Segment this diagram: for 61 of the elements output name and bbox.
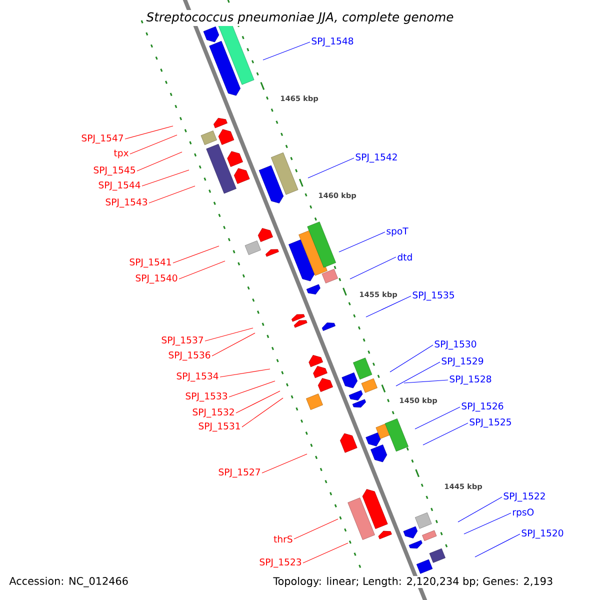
title: Streptococcus pneumoniae JJA, complete genome [144, 10, 456, 26]
gene-label: SPJ_1525 [470, 418, 511, 428]
leader-line [422, 422, 468, 446]
leader-line [338, 232, 386, 252]
gene-label: SPJ_1520 [522, 529, 564, 539]
leader-line [396, 362, 440, 386]
gene-label: dtd [398, 253, 412, 261]
gene-label: rpsO [513, 508, 534, 518]
gene-label: SPJ_1523 [260, 558, 302, 568]
leader-line [302, 542, 348, 564]
gene-label: SPJ_1527 [218, 468, 260, 478]
gene-label: SPJ_1532 [192, 408, 234, 418]
leader-line [350, 256, 396, 280]
leader-line [294, 518, 338, 540]
gene-label: SPJ_1544 [98, 181, 140, 191]
leader-line [228, 380, 276, 398]
leader-line [212, 332, 256, 356]
gene-label: SPJ_1547 [82, 134, 123, 144]
leader-line [220, 368, 270, 378]
gene-label: SPJ_1541 [130, 258, 171, 268]
gene-label: SPJ_1534 [176, 372, 218, 382]
leader-line [124, 126, 174, 140]
leader-line [148, 186, 196, 204]
leader-line [242, 398, 284, 428]
footer-text: Topology: linear; Length: 2,120,234 bp; Genes: 2,193 [272, 576, 554, 588]
gene-label: thrS [274, 535, 292, 543]
leader-line [136, 152, 182, 172]
leader-line [262, 42, 310, 60]
gene-label: SPJ_1531 [198, 422, 240, 432]
leader-line [172, 246, 220, 264]
gene-label: spoT [386, 228, 408, 236]
gene-label: SPJ_1529 [442, 357, 484, 367]
gene-label: SPJ_1530 [434, 340, 476, 350]
leader-line [308, 158, 354, 178]
leader-line [262, 454, 308, 474]
leader-line [178, 260, 226, 280]
leader-line [204, 328, 254, 342]
leader-line [464, 512, 512, 534]
leader-line [236, 390, 280, 414]
leader-line [458, 496, 502, 522]
gene-label: SPJ_1526 [462, 402, 504, 412]
gene-label: SPJ_1533 [186, 392, 228, 402]
gene-label: SPJ_1545 [94, 166, 135, 176]
gene-label: SPJ_1536 [168, 351, 210, 361]
gene-label: SPJ_1540 [136, 274, 178, 284]
gene-label: SPJ_1528 [450, 375, 492, 385]
gene-label: SPJ_1542 [356, 153, 397, 163]
leader-line [474, 534, 520, 558]
gene-label: SPJ_1543 [106, 198, 148, 208]
leader-line [390, 344, 434, 372]
gene-label: SPJ_1535 [412, 291, 454, 301]
gene-label: SPJ_1522 [504, 492, 545, 502]
leader-line [142, 170, 190, 186]
leader-line [404, 380, 448, 384]
gene-label: tpx [114, 150, 128, 158]
leader-line [366, 296, 412, 318]
gene-label: SPJ_1548 [312, 37, 354, 47]
leader-line [414, 406, 460, 430]
gene-label: SPJ_1537 [162, 336, 203, 346]
leader-line [130, 134, 178, 154]
footer-text: Accession: NC_012466 [8, 576, 130, 588]
